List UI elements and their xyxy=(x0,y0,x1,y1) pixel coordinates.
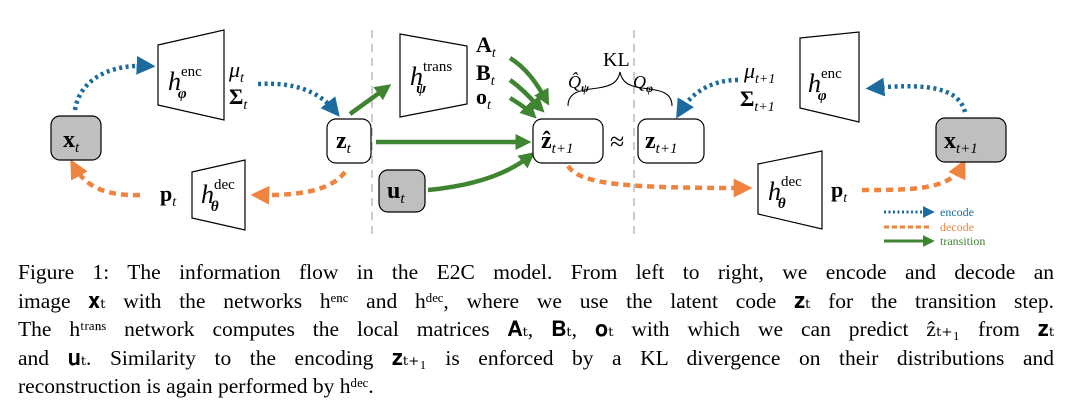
transition-arrow-ut-to-zhat xyxy=(427,151,536,193)
node-xt1-label: xt+1 xyxy=(944,128,978,157)
transition-arrow-zt-to-trans xyxy=(348,84,392,116)
node-zt-box xyxy=(326,118,372,164)
node-zt1-box xyxy=(637,118,705,164)
encode-arrow-xt-to-enc xyxy=(72,55,156,111)
transition-arrow-B-to-zhat xyxy=(508,78,545,113)
node-zt1-label: zt+1 xyxy=(645,128,677,157)
decode-arrow-dec-to-xt xyxy=(70,159,141,198)
figure-caption: Figure 1: The information flow in the E2… xyxy=(18,258,1054,401)
label-A-t: At xyxy=(476,32,497,61)
approx-symbol: ≈ xyxy=(610,127,624,156)
decode-arrow-zt-to-dec xyxy=(250,170,347,205)
legend-encode-label: encode xyxy=(940,205,974,219)
label-o-t: ot xyxy=(476,84,492,113)
kl-brace xyxy=(567,71,673,107)
caption-line-3: The hᵗʳᵃⁿˢ network computes the local ma… xyxy=(18,317,1054,341)
caption-line-1: Figure 1: The information flow in the E2… xyxy=(18,260,1054,284)
decoder-right-trapezoid xyxy=(757,150,823,230)
node-ut-label: ut xyxy=(387,178,405,207)
node-zhat-box xyxy=(532,118,604,164)
decode-arrow-dec-to-xt1 xyxy=(861,159,966,193)
label-p-t-left: pt xyxy=(160,181,177,210)
legend: encode decode transition xyxy=(884,205,985,248)
caption-line-2: image 𝐱ₜ with the networks hᵉⁿᶜ and hᵈᵉᶜ… xyxy=(18,288,1054,313)
caption-line-4: and 𝐮ₜ. Similarity to the encoding 𝐳ₜ₊₁ … xyxy=(18,345,1054,370)
encoder-left-trapezoid xyxy=(157,29,225,121)
decoder-left-trapezoid xyxy=(191,159,246,231)
encode-arrow-enc-to-zt1 xyxy=(676,77,739,119)
legend-decode-label: decode xyxy=(940,220,974,234)
label-q-phi: Qφ xyxy=(633,72,653,95)
node-xt-label: xt xyxy=(63,127,80,156)
transition-trapezoid xyxy=(399,33,468,118)
label-p-t-right: pt xyxy=(831,177,848,206)
label-kl: KL xyxy=(603,49,630,71)
label-sigma-t1: Σt+1 xyxy=(740,86,775,115)
label-q-hat: Q̂ψ xyxy=(568,72,590,95)
label-mu-t1: μt+1 xyxy=(743,58,775,87)
encoder-right-trapezoid xyxy=(799,31,860,123)
encode-arrow-xt1-to-enc xyxy=(865,77,968,113)
node-xt-box xyxy=(50,115,102,161)
node-xt1-box xyxy=(935,117,1007,163)
encode-arrow-enc-to-zt xyxy=(257,81,340,117)
label-sigma-t: Σt xyxy=(229,84,248,113)
decode-arrow-zhat-to-dec xyxy=(566,164,753,198)
node-ut-box xyxy=(378,169,426,213)
node-zt-label: zt xyxy=(336,128,352,157)
legend-transition-label: transition xyxy=(940,234,985,248)
label-mu-t: μt xyxy=(228,57,245,86)
label-B-t: Bt xyxy=(476,60,496,89)
node-zhat-label: ẑt+1 xyxy=(541,128,573,157)
transition-arrow-o-to-zhat xyxy=(508,96,537,119)
caption-line-5: reconstruction is again performed by hᵈᵉ… xyxy=(18,374,374,398)
